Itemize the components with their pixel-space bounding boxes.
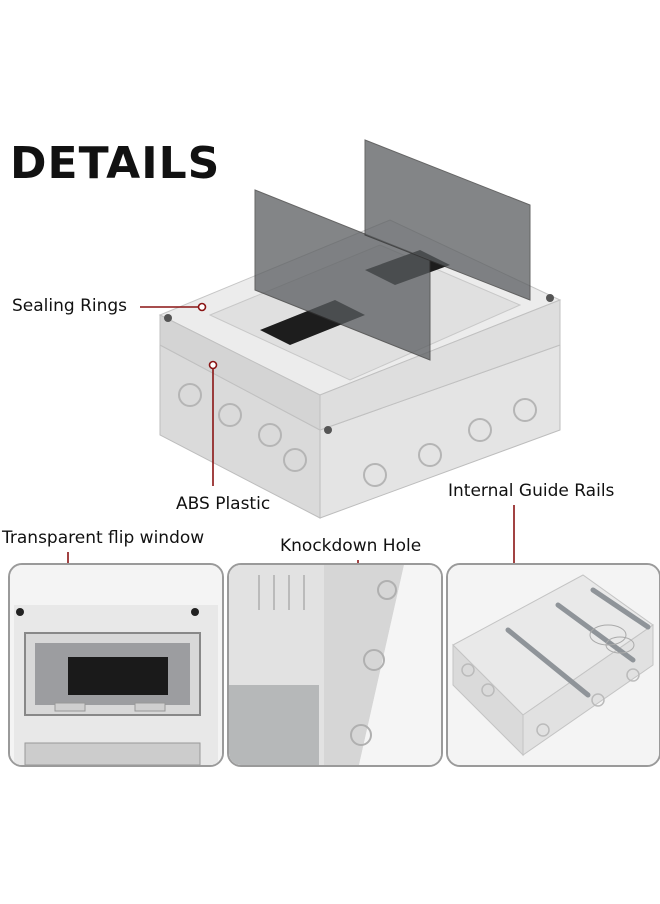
detail-panel-flip-window xyxy=(8,563,224,767)
flip-window-photo xyxy=(10,565,222,765)
enclosure-main-image xyxy=(158,139,562,519)
callout-abs-plastic: ABS Plastic xyxy=(176,494,271,514)
page-title: DETAILS xyxy=(10,138,221,189)
callout-transparent-flip-window: Transparent flip window xyxy=(2,528,205,548)
guide-rails-photo xyxy=(448,565,659,765)
callout-sealing-rings: Sealing Rings xyxy=(12,296,128,316)
detail-panel-knockdown-hole xyxy=(227,563,443,767)
callout-internal-guide-rails: Internal Guide Rails xyxy=(448,481,615,501)
callout-knockdown-hole: Knockdown Hole xyxy=(280,536,422,556)
knockdown-hole-photo xyxy=(229,565,441,765)
detail-panel-internal-guide-rails xyxy=(446,563,660,767)
leader-dot-sealing-rings xyxy=(197,302,207,312)
leader-dot-abs-plastic xyxy=(208,360,218,370)
